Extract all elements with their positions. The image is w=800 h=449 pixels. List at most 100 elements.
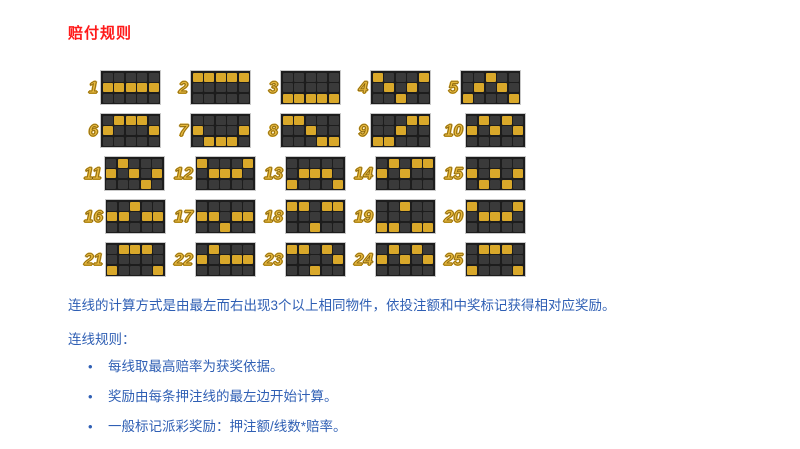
payline-number: 19 — [354, 207, 374, 226]
reel-cell — [333, 158, 344, 168]
reel-cell — [321, 255, 332, 264]
rules-list-item-label: 每线取最高赔率为获奖依据。 — [108, 358, 284, 374]
reel-cell-active — [282, 115, 293, 125]
reel-cell — [513, 244, 524, 254]
reel-cell-active — [197, 158, 208, 168]
reel-cell-active — [317, 136, 327, 146]
reel-cell — [501, 126, 512, 135]
reel-cell — [384, 115, 394, 125]
reel-cell-active — [407, 83, 417, 92]
reel-cell — [294, 126, 304, 135]
reel-cell — [388, 201, 399, 211]
intro-paragraph: 连线的计算方式是由最左而右出现3个以上相同物件，依投注额和中奖标记获得相对应奖励… — [68, 298, 616, 313]
reel-cell — [117, 179, 128, 189]
reel-cell — [501, 169, 512, 178]
reel-cell — [208, 158, 219, 168]
reel-cell — [321, 179, 332, 189]
reel-cell — [220, 265, 231, 275]
payline-reel-grid — [374, 156, 436, 191]
reel-cell — [298, 179, 309, 189]
reel-cell — [197, 265, 208, 275]
reel-cell-active — [102, 126, 113, 135]
payline-number: 14 — [354, 164, 374, 183]
reel-cell — [215, 83, 226, 92]
rules-list-item-label: 一般标记派彩奖励：押注额/线数*赔率。 — [108, 418, 347, 434]
payline-number: 6 — [88, 121, 98, 140]
reel-cell-active — [118, 212, 129, 221]
reel-cell-active — [243, 212, 254, 221]
reel-cell — [298, 212, 309, 221]
reel-cell-active — [508, 93, 519, 103]
reel-cell — [231, 158, 242, 168]
reel-cell — [130, 212, 141, 221]
reel-cell — [513, 136, 524, 146]
payline-reel-grid — [194, 242, 256, 277]
reel-cell-active — [305, 93, 316, 103]
reel-cell-active — [501, 179, 512, 189]
reel-cell-active — [227, 72, 237, 82]
reel-cell — [478, 126, 489, 135]
reel-cell — [467, 136, 478, 146]
reel-cell — [377, 265, 388, 275]
reel-cell-active — [474, 83, 484, 92]
reel-cell — [310, 179, 321, 189]
reel-cell-active — [153, 265, 164, 275]
reel-cell — [400, 212, 411, 221]
payline-reel-grid — [190, 113, 251, 148]
reel-cell — [400, 265, 411, 275]
reel-cell — [490, 265, 501, 275]
reel-cell — [513, 255, 524, 264]
reel-cell-active — [467, 169, 478, 178]
reel-cell-active — [501, 244, 512, 254]
reel-cell-active — [137, 83, 147, 92]
reel-cell — [423, 201, 434, 211]
reel-cell — [129, 158, 140, 168]
bullet-icon: • — [88, 418, 93, 434]
reel-cell — [220, 244, 231, 254]
reel-cell — [141, 265, 152, 275]
payline-item: 17 — [174, 195, 264, 238]
reel-cell — [478, 169, 489, 178]
reel-cell — [497, 72, 507, 82]
reel-cell — [310, 255, 321, 264]
payline-number: 21 — [84, 250, 104, 269]
reel-cell — [400, 179, 411, 189]
reel-cell — [310, 244, 321, 254]
reel-cell — [467, 158, 478, 168]
reel-cell-active — [298, 201, 309, 211]
reel-cell-active — [287, 244, 298, 254]
reel-cell — [467, 244, 478, 254]
reel-cell — [400, 222, 411, 232]
payline-number: 2 — [178, 78, 188, 97]
reel-cell — [130, 265, 141, 275]
reel-cell — [384, 126, 394, 135]
reel-cell — [294, 136, 304, 146]
reel-cell — [395, 72, 406, 82]
payline-item: 22 — [174, 238, 264, 281]
reel-cell — [411, 201, 422, 211]
reel-cell — [418, 136, 429, 146]
rules-list-item: •每线取最高赔率为获奖依据。 — [68, 357, 768, 378]
payline-number: 13 — [264, 164, 284, 183]
reel-cell — [411, 212, 422, 221]
payline-number: 5 — [448, 78, 458, 97]
reel-cell — [372, 93, 383, 103]
reel-cell — [501, 222, 512, 232]
reel-cell — [400, 244, 411, 254]
payline-item: 25 — [444, 238, 534, 281]
reel-cell-active — [310, 169, 321, 178]
reel-cell-active — [282, 93, 293, 103]
reel-cell — [462, 72, 473, 82]
reel-cell — [317, 83, 327, 92]
reel-cell — [411, 265, 422, 275]
reel-cell — [333, 244, 344, 254]
reel-cell-active — [287, 179, 298, 189]
reel-cell — [287, 158, 298, 168]
reel-cell — [490, 158, 501, 168]
reel-cell — [490, 201, 501, 211]
reel-cell — [298, 255, 309, 264]
reel-cell-active — [310, 222, 321, 232]
reel-cell — [490, 222, 501, 232]
reel-cell-active — [321, 169, 332, 178]
